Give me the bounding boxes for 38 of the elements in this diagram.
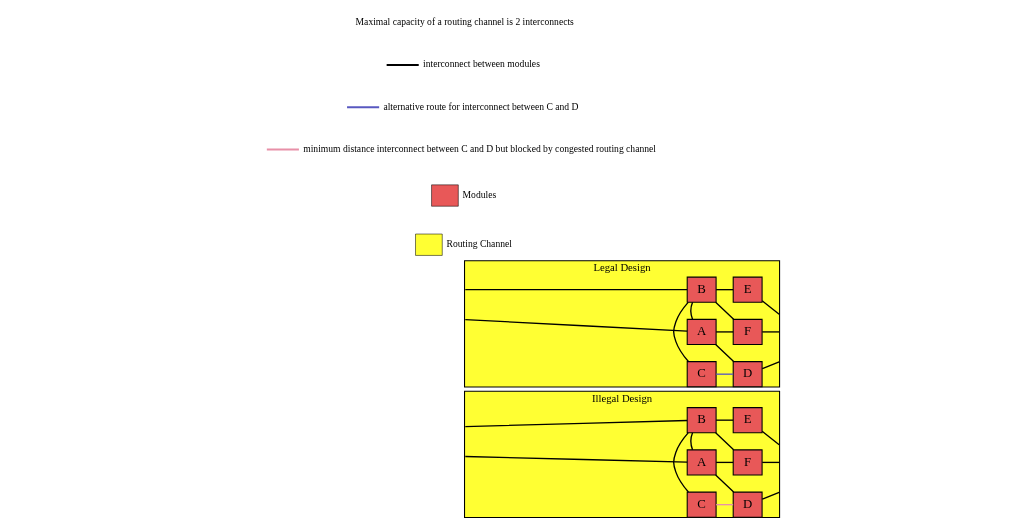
node-box: D <box>732 361 763 388</box>
node-box: C <box>686 491 717 518</box>
legend-label: Modules <box>462 188 497 200</box>
legend-label: Routing Channel <box>446 238 512 250</box>
node-box: B <box>686 276 717 303</box>
legend-label: minimum distance interconnect between C and D but blocked by congested routing channel <box>303 142 656 154</box>
connector <box>761 300 780 315</box>
label: Maximal capacity of a routing channel is 2 interconnects <box>355 16 574 28</box>
node-box: B <box>686 407 717 434</box>
connector <box>715 419 734 421</box>
connector <box>761 361 780 370</box>
node-box: D <box>732 491 763 518</box>
node-box: F <box>732 449 763 476</box>
connector <box>715 343 735 363</box>
connector <box>673 301 690 363</box>
connector <box>690 432 694 451</box>
connector <box>715 331 734 333</box>
connector <box>464 289 688 291</box>
connector <box>761 491 780 500</box>
connector <box>690 301 694 320</box>
connector <box>715 474 735 493</box>
node-box: C <box>686 361 717 388</box>
node-box: A <box>686 449 717 476</box>
connector <box>761 430 780 446</box>
connector <box>673 432 690 493</box>
node-box: E <box>732 276 763 303</box>
connector <box>715 373 734 375</box>
connector <box>464 318 688 332</box>
node-box: E <box>732 407 763 434</box>
node-box: F <box>732 318 763 346</box>
connector <box>464 455 688 463</box>
connector <box>715 301 735 320</box>
connector <box>761 331 780 333</box>
node-box: A <box>686 318 717 346</box>
connector <box>464 419 688 428</box>
legend-label: alternative route for interconnect between C and D <box>383 100 579 112</box>
legend-label: interconnect between modules <box>423 58 540 70</box>
connector <box>715 432 735 451</box>
